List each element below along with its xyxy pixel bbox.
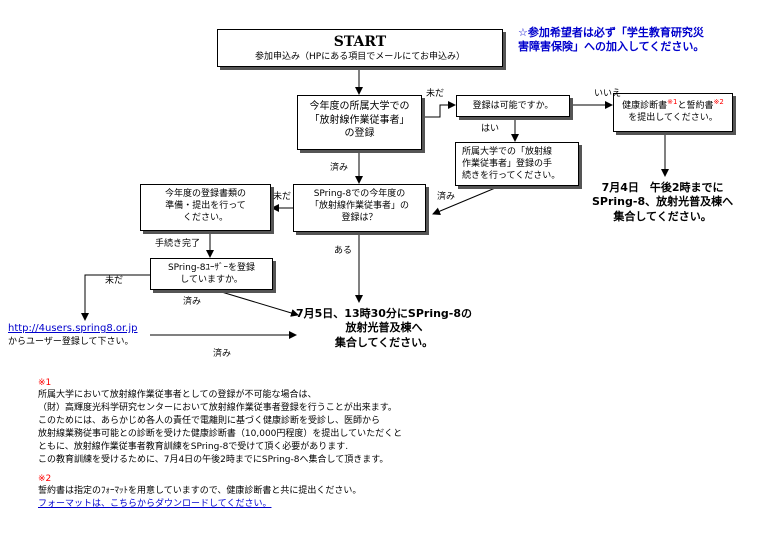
meet-july5-text: 7月5日、13時30分にSPring-8の 放射光普及棟へ 集合してください。 xyxy=(296,307,473,349)
health-post: を提出してください。 xyxy=(628,113,718,124)
note1-line: 所属大学において放射線作業従事者としての登録が不可能な場合は、 xyxy=(38,390,317,400)
mark2-ref: ※2 xyxy=(713,98,724,106)
arrow-userreg-to-july5 xyxy=(214,289,299,317)
label-no: いいえ xyxy=(594,89,622,99)
documents-box: 今年度の登録書類の 準備・提出を行って ください。 xyxy=(140,184,271,231)
label-done-4: 済み xyxy=(213,349,232,359)
user-registration-box: SPring-8ﾕｰｻﾞｰを登録 していますか。 xyxy=(150,258,273,290)
label-done-1: 済み xyxy=(330,163,349,173)
label-not-yet-3: 未だ xyxy=(105,276,124,286)
note1-line: （財）高輝度光科学研究センターにおいて放射線作業従事者登録を行うことが出来ます。 xyxy=(38,403,397,413)
univ-procedure-box: 所属大学での「放射線 作業従事者」登録の手 続きを行ってください。 xyxy=(455,142,579,186)
user-link-note: からユーザー登録して下さい。 xyxy=(8,337,134,347)
arrow-registration-to-possible xyxy=(422,101,456,118)
start-title: START xyxy=(333,34,387,50)
note1-line: このためには、あらかじめ各人の責任で電離則に基づく健康診断を受診し、医師から xyxy=(38,416,381,426)
label-procedure-done: 手続き完了 xyxy=(155,239,201,249)
note2-text: 誓約書は指定のﾌｫｰﾏｯﾄを用意していますので、健康診断書と共に提出ください。 xyxy=(38,486,362,496)
spring8-registration-box: SPring-8での今年度の 「放射線作業従事者」の 登録は？ xyxy=(293,184,426,232)
health-pre: 健康診断書 xyxy=(622,101,668,111)
start-subtitle: 参加申込み（HPにある項目でメールにてお申込み） xyxy=(255,51,465,62)
arrow-userreg-to-link xyxy=(81,274,150,321)
note1-mark: ※1 xyxy=(38,378,52,388)
format-download-link[interactable]: フォーマットは、こちらからダウンロードしてください。 xyxy=(38,499,272,509)
mark1-ref: ※1 xyxy=(667,98,678,106)
start-box: START 参加申込み（HPにある項目でメールにてお申込み） xyxy=(217,29,503,67)
possible-box: 登録は可能ですか。 xyxy=(456,95,570,117)
label-not-yet-1: 未だ xyxy=(426,89,445,99)
note1-line: 放射線業務従事可能との診断を受けた健康診断書（10,000円程度）を提出していた… xyxy=(38,429,403,439)
label-done-3: 済み xyxy=(183,297,202,307)
health-certificate-box: 健康診断書※1と誓約書※2 を提出してください。 xyxy=(613,93,733,132)
note1-line: ともに、放射線作業従事者教育訓練をSPring-8で受けて頂く必要があります. xyxy=(38,442,349,452)
label-done-2: 済み xyxy=(437,192,456,202)
registration-box: 今年度の所属大学での 「放射線作業従事者」 の登録 xyxy=(297,95,422,150)
label-yes: はい xyxy=(481,124,500,134)
health-mid: と誓約書 xyxy=(677,101,714,111)
label-not-yet-2: 未だ xyxy=(273,192,292,202)
user-registration-link[interactable]: http://4users.spring8.or.jp xyxy=(8,322,138,336)
users-url-link[interactable]: http://4users.spring8.or.jp xyxy=(8,323,138,334)
note2-mark: ※2 xyxy=(38,474,52,484)
note1-line: この教育訓練を受けるために、7月4日の午後2時までにSPring-8へ集合して頂… xyxy=(38,455,389,465)
arrow-univproc-to-spring8 xyxy=(432,185,501,215)
label-exists: ある xyxy=(334,246,353,256)
note1-text: 所属大学において放射線作業従事者としての登録が不可能な場合は、 （財）高輝度光科… xyxy=(38,389,402,467)
insurance-notice: ☆参加希望者は必ず「学生教育研究災 害障害保険」への加入してください。 xyxy=(518,26,705,54)
meet-july4-text: 7月4日 午後2時までに SPring-8、放射光普及棟へ 集合してください。 xyxy=(592,181,734,223)
